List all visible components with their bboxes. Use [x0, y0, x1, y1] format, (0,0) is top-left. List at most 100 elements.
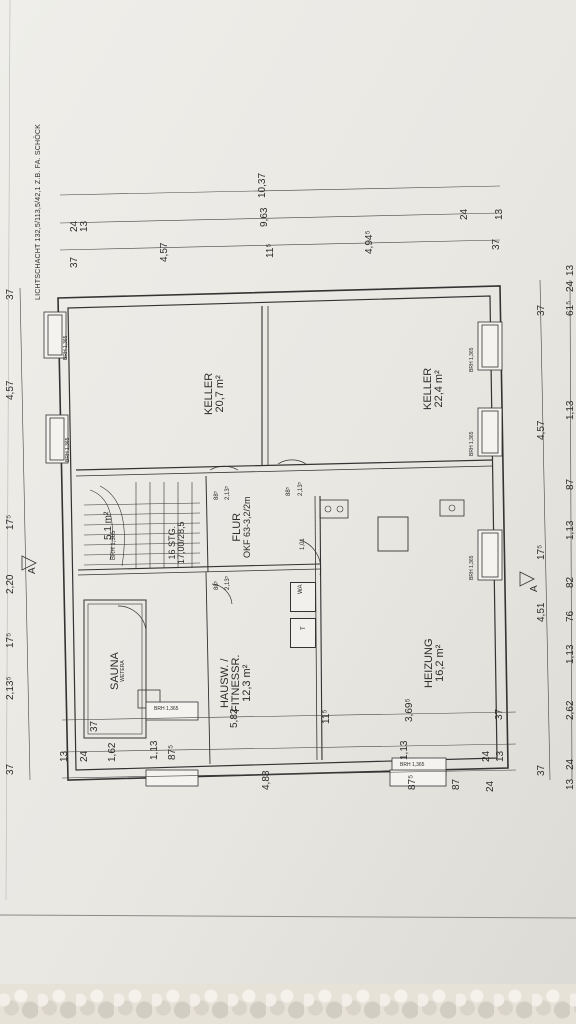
dim-bottom-13b: 13	[495, 750, 506, 762]
room-flur: FLUR OKF 63-3,2/2m	[231, 496, 252, 558]
dim-bottom-24b: 24	[481, 750, 492, 762]
dim-right-1: 4,51	[536, 602, 547, 622]
room-sauna: SAUNA WETERA	[109, 652, 126, 690]
door-label-7: 2,13⁵	[225, 575, 231, 590]
dim-bottom-3695: 3,69⁵	[404, 698, 415, 722]
boiler-box	[319, 499, 349, 519]
dim-total: 10,37	[257, 172, 268, 198]
dim-seg-37a: 37	[69, 256, 80, 268]
section-markers	[21, 555, 535, 587]
window-left-side	[145, 701, 199, 721]
dim-right-3: 4,57	[536, 420, 547, 440]
door-swing-heizung	[299, 539, 321, 576]
dim-seg-24a: 24	[459, 208, 470, 220]
dim-edge-9: 61⁵	[565, 300, 576, 316]
window-top-2	[45, 414, 69, 464]
wall-stair	[205, 475, 209, 573]
dim-seg-4945: 4,94⁵	[364, 230, 375, 254]
dim-right-2: 17⁵	[536, 544, 547, 560]
windows	[43, 311, 503, 787]
window-top-1	[43, 311, 67, 359]
dim-edge-1: 24	[565, 758, 576, 770]
dim-bottom-875b: 87⁵	[407, 774, 418, 790]
wall-heizung	[319, 495, 323, 761]
dim-bottom-24c: 24	[485, 780, 496, 792]
dim-left-0: 37	[5, 763, 16, 775]
window-label-3: BRH 1,365	[469, 347, 475, 372]
wall-corridor	[77, 563, 321, 571]
wall-keller-divider	[75, 459, 493, 471]
dryer-box: T	[290, 618, 316, 648]
dim-inner: 9,63	[259, 207, 270, 227]
window-light-well-2	[389, 769, 447, 787]
dim-bottom-37b: 37	[494, 708, 505, 720]
door-swing-sauna	[117, 605, 147, 631]
outer-wall	[57, 285, 509, 781]
carpet-background	[0, 984, 576, 1024]
dim-edge-10: 24	[565, 280, 576, 292]
dim-bottom-113b: 1,13	[399, 740, 410, 760]
door-swing-keller-right	[277, 459, 307, 465]
dim-bottom-87: 87	[451, 778, 462, 790]
staircase-lines	[83, 482, 201, 568]
window-label-4: BRH 1,365	[469, 431, 475, 456]
dim-left-4: 17⁵	[5, 514, 16, 530]
door-swing-hausw	[211, 583, 233, 605]
dim-edge-5: 82	[565, 576, 576, 588]
dim-seg-13a: 13	[494, 208, 505, 220]
window-label-6: BRH 1,365	[154, 706, 179, 712]
dim-bottom-13a: 13	[59, 750, 70, 762]
window-label-5: BRH 1,365	[469, 555, 475, 580]
section-marker-a-right: A	[529, 585, 540, 592]
dim-bottom-115: 11⁵	[321, 709, 332, 724]
t-label: T	[301, 626, 308, 630]
dim-edge-0: 13	[565, 778, 576, 790]
room-area: 12,3 m²	[241, 664, 253, 702]
dim-edge-2: 2,62	[565, 700, 576, 720]
room-keller-left: KELLER 20,7 m²	[203, 373, 226, 415]
room-heizung: HEIZUNG 16,2 m²	[423, 639, 446, 689]
dim-edge-4: 76	[565, 610, 576, 622]
dim-left-2: 17⁵	[5, 632, 16, 648]
dim-seg-37b: 37	[491, 238, 502, 250]
dim-bottom-113a: 1,13	[149, 740, 160, 760]
window-label-2: BRH 1,365	[65, 437, 71, 462]
door-label-3: 88⁵	[286, 486, 292, 496]
light-shaft-caption: LICHTSCHACHT 132,5/113,5/42,1 Z.B. FA. S…	[35, 123, 42, 300]
room-area: 16,2 m²	[434, 644, 446, 682]
dim-bottom-488: 4,88	[261, 770, 272, 790]
room-treppe: 16 STG. 17,00/28,5	[167, 521, 186, 564]
door-label-5: 1,01	[300, 538, 306, 550]
door-swing-keller-left	[209, 465, 239, 471]
dim-bottom-37a: 37	[89, 720, 100, 732]
wa-label: WA	[298, 584, 305, 594]
dim-left-1: 2,13⁵	[5, 676, 16, 700]
door-label-4: 2,13⁵	[298, 481, 304, 496]
dim-edge-8: 1,13	[565, 400, 576, 420]
room-keller-right: KELLER 22,4 m²	[422, 368, 445, 410]
dim-edge-11: 13	[565, 264, 576, 276]
section-marker-a-left: A	[27, 567, 38, 574]
dim-left-3: 2,20	[5, 574, 16, 594]
dim-seg-457: 4,57	[159, 242, 170, 262]
door-label-1: 88⁵	[214, 490, 220, 500]
dim-seg-13b: 13	[79, 220, 90, 232]
dim-left-5: 4,57	[5, 380, 16, 400]
dim-bottom-162: 1,62	[107, 742, 118, 762]
dim-right-4: 37	[536, 304, 547, 316]
washing-machine-box: WA	[290, 582, 316, 612]
dim-seg-115: 11⁵	[265, 243, 276, 258]
dim-left-6: 37	[5, 288, 16, 300]
room-area: 22,4 m²	[433, 370, 445, 408]
room-hauswirtschaft: HAUSW. / FITNESSR. 12,3 m²	[219, 655, 253, 712]
door-label-6: 88⁵	[214, 580, 220, 590]
window-label-1: BRH 1,365	[63, 335, 69, 360]
dim-right-0: 37	[536, 764, 547, 776]
dim-bottom-875: 87⁵	[167, 744, 178, 760]
sauna-cabin	[83, 599, 147, 739]
sink-heizung	[439, 499, 465, 517]
room-area: 20,7 m²	[214, 375, 226, 413]
